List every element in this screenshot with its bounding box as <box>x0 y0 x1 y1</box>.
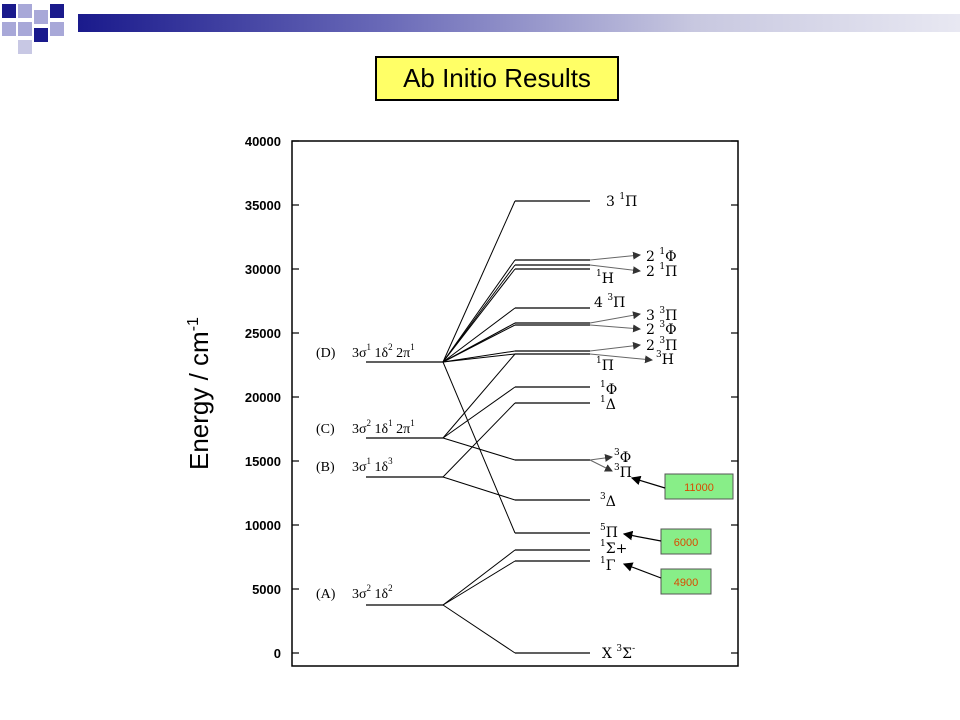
svg-text:1Φ: 1Φ <box>600 380 617 398</box>
svg-text:3 3Π: 3 3Π <box>646 306 677 324</box>
svg-text:5Π: 5Π <box>600 523 618 541</box>
state-levels <box>515 200 590 654</box>
svg-text:1Δ: 1Δ <box>600 395 616 413</box>
svg-text:6000: 6000 <box>674 537 698 549</box>
svg-text:1Γ: 1Γ <box>600 556 616 574</box>
y-tick-label: 25000 <box>245 326 281 341</box>
corner-square-dark <box>50 4 64 18</box>
svg-text:3Δ: 3Δ <box>600 492 616 510</box>
svg-text:4900: 4900 <box>674 577 698 589</box>
svg-text:1Π: 1Π <box>596 356 614 374</box>
correlation-lines <box>442 200 516 654</box>
svg-text:11000: 11000 <box>684 482 714 494</box>
svg-text:3H: 3H <box>656 350 674 368</box>
slide-title: Ab Initio Results <box>375 56 619 101</box>
y-ticks: 0 5000 10000 15000 20000 25000 30000 35000 40000 <box>245 134 738 661</box>
svg-text:2 1Π: 2 1Π <box>646 262 677 280</box>
y-tick-label: 15000 <box>245 454 281 469</box>
svg-text:1H: 1H <box>596 269 614 287</box>
svg-text:1Σ+: 1Σ+ <box>600 539 627 557</box>
svg-text:X 3Σ-: X 3Σ- <box>602 644 635 662</box>
svg-text:3Π: 3Π <box>614 463 632 481</box>
svg-text:(A)3σ2 1δ2: (A)3σ2 1δ2 <box>316 583 393 602</box>
svg-text:(D)3σ1 1δ2 2π1: (D)3σ1 1δ2 2π1 <box>316 342 415 361</box>
config-labels: (D)3σ1 1δ2 2π1 (C)3σ2 1δ1 2π1 (B)3σ1 1δ3… <box>316 342 415 602</box>
y-tick-label: 20000 <box>245 390 281 405</box>
svg-text:3Φ: 3Φ <box>614 448 631 466</box>
svg-text:2 3Π: 2 3Π <box>646 336 677 354</box>
annotation-4900: 4900 <box>622 562 712 595</box>
y-tick-label: 0 <box>274 646 281 661</box>
label-arrows <box>589 251 653 472</box>
svg-text:3 1Π: 3 1Π <box>606 192 637 210</box>
y-tick-label: 30000 <box>245 262 281 277</box>
corner-square-dark <box>2 4 16 18</box>
corner-square-light <box>50 22 64 36</box>
corner-square-light <box>18 22 32 36</box>
y-tick-label: 35000 <box>245 198 281 213</box>
config-levels <box>366 361 443 606</box>
y-tick-label: 10000 <box>245 518 281 533</box>
svg-text:(B)3σ1 1δ3: (B)3σ1 1δ3 <box>316 456 393 475</box>
svg-text:2 3Φ: 2 3Φ <box>646 320 677 338</box>
svg-text:4 3Π: 4 3Π <box>594 293 625 311</box>
y-axis-label: Energy / cm-1 <box>184 317 214 470</box>
title-bar-gradient <box>78 14 960 32</box>
svg-text:(C)3σ2 1δ1 2π1: (C)3σ2 1δ1 2π1 <box>316 418 415 437</box>
state-labels: 3 1Π 2 1Φ 2 1Π 1H 4 3Π 3 3Π 2 3Φ 2 3Π 1Π… <box>594 192 677 662</box>
corner-square-light <box>18 4 32 18</box>
svg-text:2 1Φ: 2 1Φ <box>646 247 677 265</box>
corner-square-dark <box>34 28 48 42</box>
plot-frame <box>291 140 739 667</box>
annotation-11000: 11000 <box>630 473 734 500</box>
annotation-6000: 6000 <box>622 528 712 555</box>
corner-square-light <box>18 40 32 54</box>
y-tick-label: 5000 <box>252 582 281 597</box>
corner-square-light <box>34 10 48 24</box>
corner-square-light <box>2 22 16 36</box>
y-tick-label: 40000 <box>245 134 281 149</box>
